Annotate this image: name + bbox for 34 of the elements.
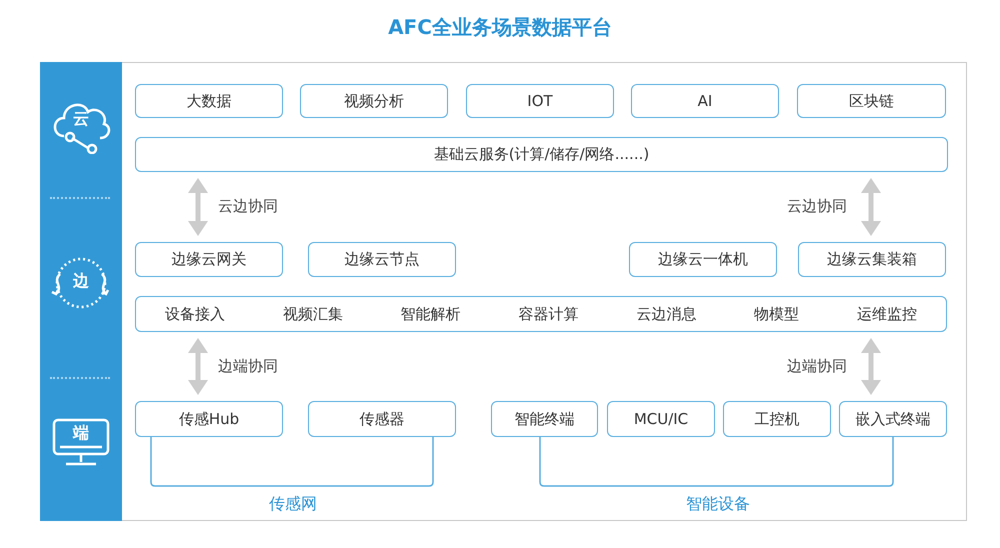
module-box: 区块链 <box>797 84 946 118</box>
capability-label: 视频汇集 <box>282 304 343 324</box>
module-box: 边缘云节点 <box>308 242 456 277</box>
capability-label: 智能解析 <box>400 304 461 324</box>
layer-label: 云 <box>72 110 90 128</box>
double-arrow <box>188 338 208 395</box>
module-box: 传感Hub <box>135 401 283 437</box>
capability-label: 设备接入 <box>164 304 225 324</box>
double-arrow <box>188 178 208 236</box>
double-arrow <box>861 338 881 395</box>
capability-label: 物模型 <box>754 304 800 324</box>
module-box: IOT <box>466 84 614 118</box>
group-label: 传感网 <box>268 494 318 515</box>
layer-label: 端 <box>72 424 90 442</box>
capability-label: 运维监控 <box>856 304 917 324</box>
module-box: 边缘云一体机 <box>629 242 777 277</box>
capability-label: 容器计算 <box>518 304 578 324</box>
module-box: 嵌入式终端 <box>839 401 947 437</box>
group-label: 智能设备 <box>685 494 751 515</box>
module-box: 基础云服务(计算/储存/网络......) <box>135 137 948 172</box>
layer-label: 边 <box>72 272 90 290</box>
module-box: AI <box>631 84 779 118</box>
module-box: 视频分析 <box>300 84 448 118</box>
module-box: 工控机 <box>723 401 831 437</box>
double-arrow <box>861 178 881 236</box>
module-box: 智能终端 <box>491 401 598 437</box>
module-box: 边缘云集装箱 <box>798 242 946 277</box>
module-box: 传感器 <box>308 401 456 437</box>
capability-label: 云边消息 <box>636 304 696 324</box>
module-box: MCU/IC <box>607 401 715 437</box>
module-box: 边缘云网关 <box>135 242 283 277</box>
title: AFC全业务场景数据平台 <box>387 14 613 41</box>
module-box: 大数据 <box>135 84 283 118</box>
capability-bar <box>135 296 947 332</box>
